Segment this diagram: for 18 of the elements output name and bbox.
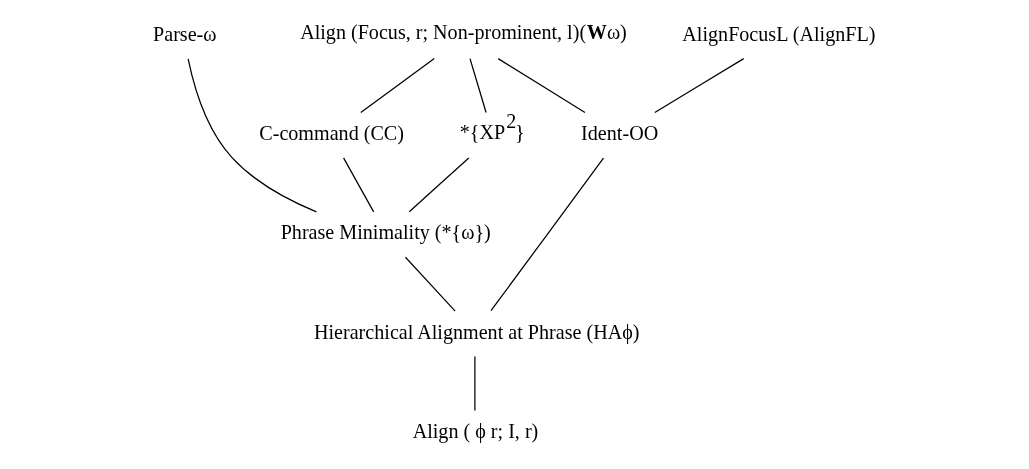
node-text: Hierarchical Alignment at Phrase (HAϕ): [313, 320, 640, 343]
node-text: Phrase Minimality (*{ω}): [280, 221, 491, 244]
node-text: AlignFocusL (AlignFL): [682, 22, 876, 45]
connector: [654, 58, 745, 114]
connector: [187, 58, 318, 213]
connector: [469, 58, 487, 114]
connector: [360, 58, 435, 114]
node-text: Align ( ϕ r; I, r): [412, 419, 539, 442]
connector: [408, 157, 470, 213]
node-text: Ident-OO: [581, 121, 659, 144]
connector: [342, 157, 375, 213]
node-text: C-command (CC): [259, 121, 404, 144]
connector: [497, 58, 586, 114]
node-text: Align (Focus, r; Non-prominent, l)(Wω): [300, 21, 627, 44]
connector: [404, 256, 456, 312]
node-text: Parse-ω: [153, 22, 217, 45]
connector: [474, 355, 476, 412]
connector: [490, 157, 605, 312]
